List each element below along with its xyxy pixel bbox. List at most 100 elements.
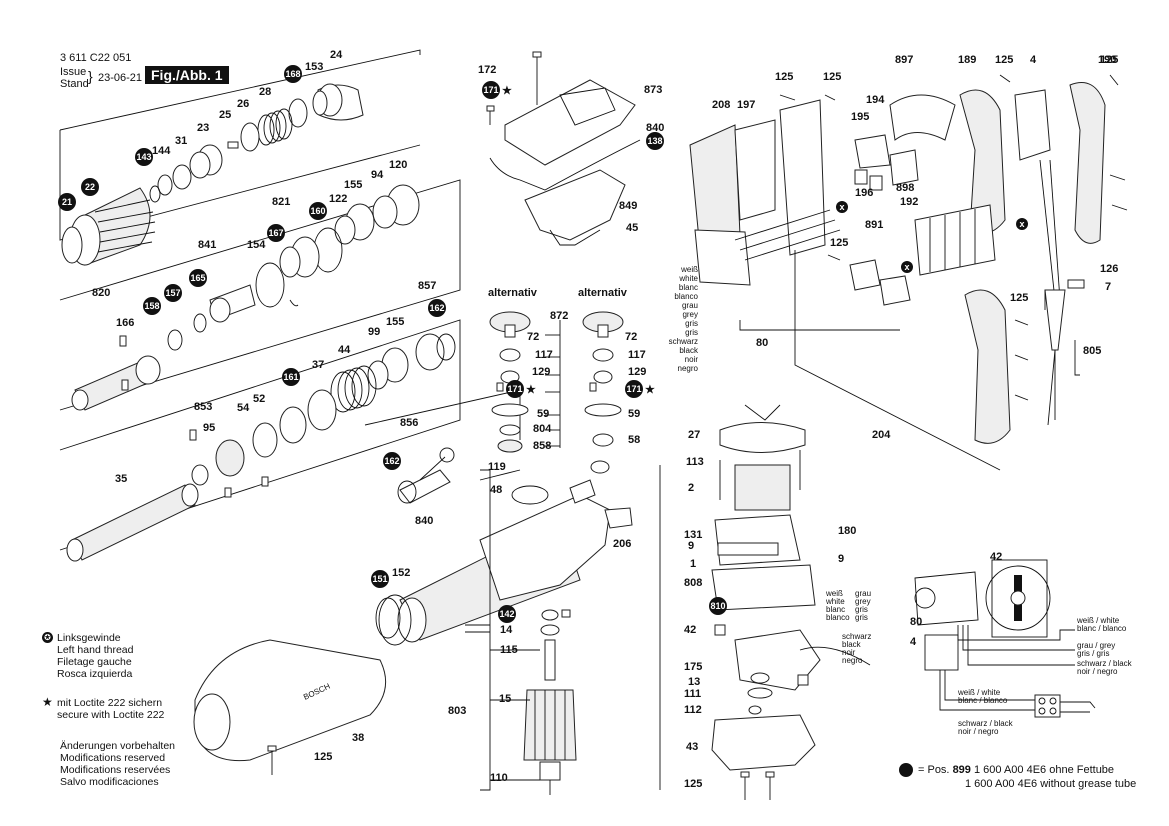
issue-label: Issue [60, 66, 87, 78]
part-label-803: 803 [448, 705, 466, 717]
part-label-180: 180 [838, 525, 856, 537]
part-label-165: 165 [190, 273, 205, 283]
brace: } [88, 68, 93, 84]
part-label-171: 171 [507, 384, 522, 394]
callout-marker [709, 597, 727, 615]
callout-marker [143, 297, 161, 315]
loctite-en: secure with Loctite 222 [57, 709, 165, 721]
grease-pos: = Pos. [918, 764, 950, 776]
bracket-lines [465, 250, 1080, 791]
sch-grey: grau / grey gris / gris [1077, 642, 1115, 658]
alternativ-right: alternativ [578, 287, 627, 299]
mod-en: Modifications reserved [60, 752, 166, 764]
part-label-166: 166 [116, 317, 134, 329]
sw-1: blanc / blanco [1077, 624, 1127, 633]
callout-marker [506, 380, 524, 398]
star-icon: ★ [526, 384, 536, 396]
part-label-804: 804 [533, 423, 552, 435]
part-label-94: 94 [371, 169, 384, 181]
connector-x-icon [1016, 218, 1028, 230]
part-label-858: 858 [533, 440, 551, 452]
part-label-42: 42 [990, 551, 1002, 563]
wb-1: black [842, 640, 861, 649]
part-label-120: 120 [389, 159, 407, 171]
part-label-125: 125 [995, 54, 1013, 66]
sch-white: weiß / white blanc / blanco [1077, 617, 1126, 633]
part-label-194: 194 [866, 94, 885, 106]
part-label-21: 21 [62, 197, 72, 207]
wl-9: black [679, 346, 698, 355]
part-label-856: 856 [400, 417, 418, 429]
callout-marker [646, 132, 664, 150]
part-label-204: 204 [872, 429, 891, 441]
part-label-38: 38 [352, 732, 364, 744]
handle-assembly [689, 74, 1128, 444]
part-label-125: 125 [684, 778, 702, 790]
callout-marker [383, 452, 401, 470]
part-label-208: 208 [712, 99, 730, 111]
gear-cover-assembly [486, 51, 641, 246]
sb2-0: schwarz / black [958, 719, 1013, 728]
wl-1: white [679, 274, 698, 283]
grease-num: 899 [952, 764, 971, 776]
star-icon: ★ [42, 695, 53, 709]
part-label-80: 80 [910, 616, 922, 628]
callout-marker [371, 570, 389, 588]
part-label-9: 9 [688, 540, 694, 552]
grease-note: = Pos. 899 1 600 A00 4E6 ohne Fettube [918, 764, 1114, 776]
sg-0: grau / grey [1077, 641, 1116, 650]
sg-1: gris / gris [1077, 649, 1110, 658]
wg-2: gris [855, 605, 868, 614]
connector-x-glyph: x [904, 262, 909, 272]
wl-10: noir [684, 355, 698, 364]
part-label-4: 4 [910, 636, 917, 648]
sw-0: weiß / white [1077, 616, 1120, 625]
issue-date: 23-06-21 [98, 72, 143, 84]
wire-labels-white: weiß white blanc blanco [826, 590, 850, 622]
modifications-legend: Änderungen vorbehalten Modifications res… [60, 740, 175, 788]
sw2-0: weiß / white [958, 688, 1001, 697]
callout-marker [282, 368, 300, 386]
part-label-162: 162 [429, 303, 444, 313]
doc-number: 3 611 C22 051 [60, 52, 132, 64]
impact-assembly [66, 333, 456, 562]
part-label-80: 80 [756, 337, 768, 349]
part-label-54: 54 [237, 402, 250, 414]
part-label-117: 117 [628, 349, 646, 361]
part-label-37: 37 [312, 359, 324, 371]
part-label-162: 162 [384, 456, 399, 466]
part-label-72: 72 [625, 331, 637, 343]
part-label-126: 126 [1100, 263, 1118, 275]
part-label-172: 172 [478, 64, 496, 76]
lht-de: Linksgewinde [57, 632, 121, 644]
wiring-schematic [899, 559, 1096, 777]
part-label-15: 15 [499, 693, 511, 705]
wm-0: weiß [826, 589, 843, 598]
part-label-167: 167 [268, 228, 283, 238]
part-label-840: 840 [646, 122, 664, 134]
wl-6: gris [685, 319, 698, 328]
wm-2: blanc [826, 605, 846, 614]
wg-3: gris [855, 613, 868, 622]
part-label-810: 810 [710, 601, 725, 611]
wb-2: noir [842, 648, 856, 657]
sb2-1: noir / negro [958, 727, 999, 736]
callout-marker [482, 81, 500, 99]
part-label-2: 2 [688, 482, 694, 494]
part-label-129: 129 [532, 366, 550, 378]
wg-1: grey [855, 597, 871, 606]
part-label-35: 35 [115, 473, 127, 485]
part-label-153: 153 [305, 61, 323, 73]
part-label-27: 27 [688, 429, 700, 441]
part-label-154: 154 [247, 239, 266, 251]
part-label-157: 157 [165, 288, 180, 298]
figure-label: Fig./Abb. 1 [145, 66, 229, 84]
part-label-59: 59 [537, 408, 549, 420]
wl-0: weiß [681, 265, 698, 274]
part-label-72: 72 [527, 331, 539, 343]
wl-11: negro [677, 364, 698, 373]
loctite-de: mit Loctite 222 sichern [57, 697, 163, 709]
callout-marker [267, 224, 285, 242]
